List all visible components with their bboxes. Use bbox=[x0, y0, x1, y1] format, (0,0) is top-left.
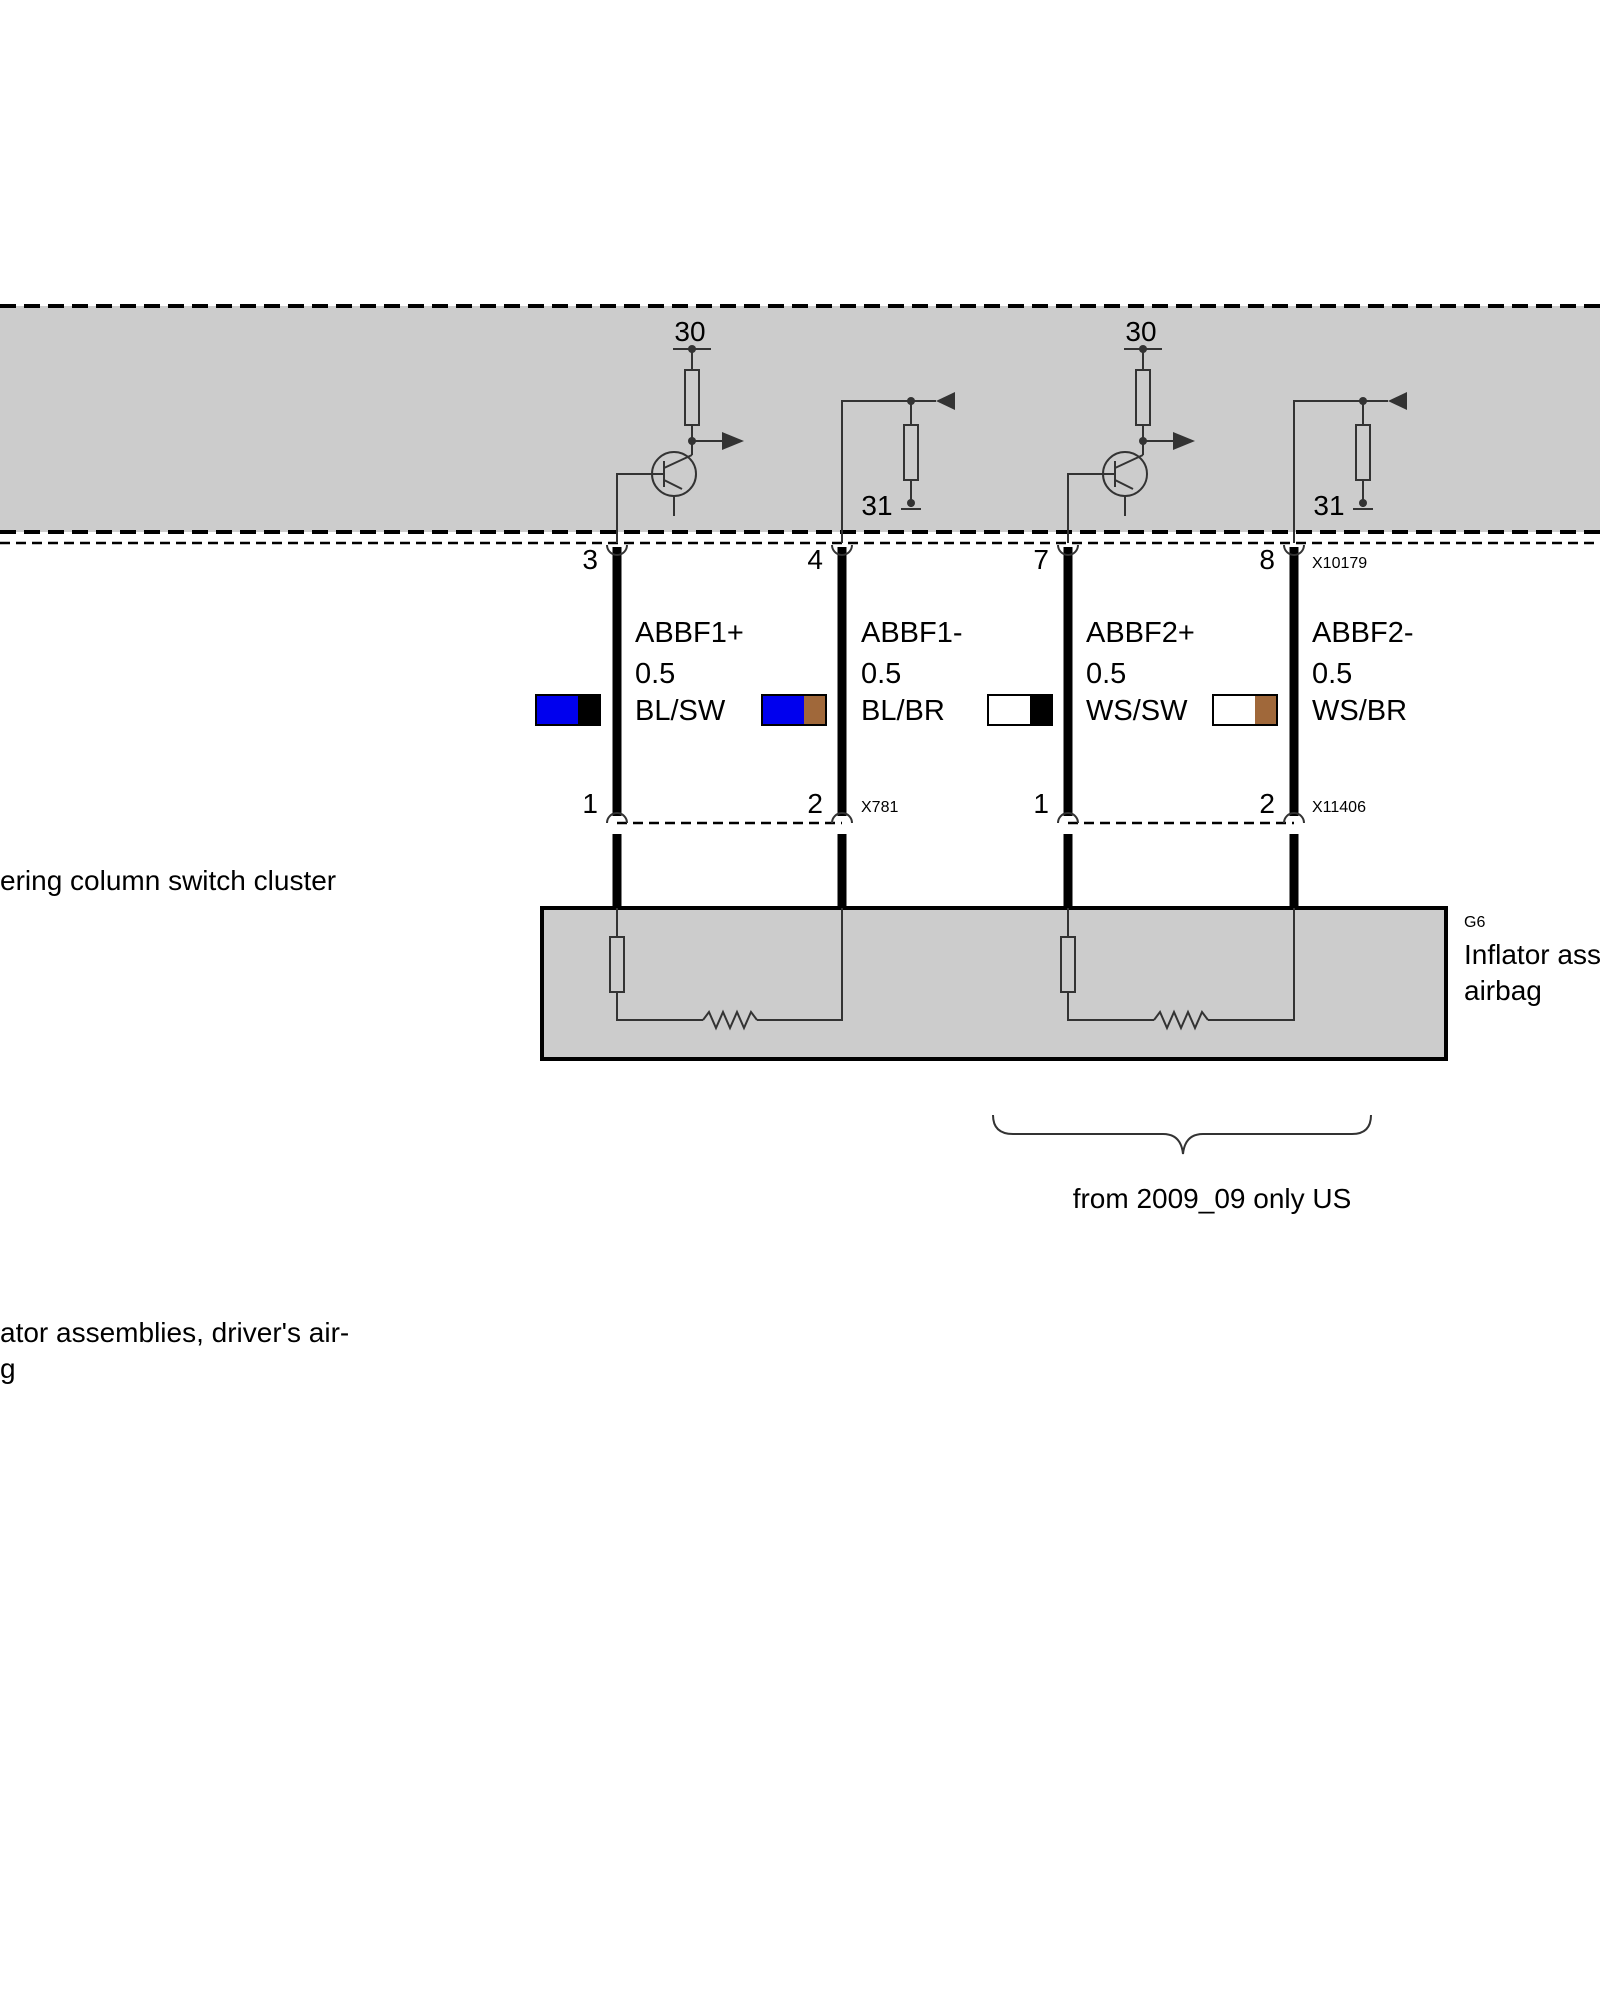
input-arrow-icon bbox=[1388, 392, 1407, 410]
node-dot bbox=[1139, 345, 1147, 353]
component-name-line1: Inflator ass bbox=[1464, 939, 1600, 970]
wire-1-color-code: BL/SW bbox=[635, 695, 726, 727]
ground-label-31-left: 31 bbox=[861, 490, 892, 521]
wire-2-signal: ABBF1- bbox=[861, 617, 963, 649]
transistor-collector-left bbox=[663, 454, 693, 469]
swatch-frame-4 bbox=[1212, 694, 1278, 726]
node-dot bbox=[1359, 499, 1367, 507]
driver-to-pin7 bbox=[1067, 473, 1115, 543]
wire-3-signal: ABBF2+ bbox=[1086, 617, 1195, 649]
high-side-driver-1: 30 bbox=[616, 316, 744, 543]
input-arrow-icon bbox=[936, 392, 955, 410]
pin-top-2: 4 bbox=[807, 544, 823, 575]
connector-id-x11406: X11406 bbox=[1312, 799, 1366, 816]
connector-id-x781: X781 bbox=[861, 799, 898, 816]
pin-bottom-2: 2 bbox=[807, 788, 823, 819]
node-dot bbox=[907, 499, 915, 507]
node-dot bbox=[688, 345, 696, 353]
driver-to-pin3 bbox=[616, 473, 664, 543]
pin-contact-icon bbox=[606, 544, 628, 556]
swatch-stripe-2 bbox=[804, 695, 826, 725]
wire-3-color-code: WS/SW bbox=[1086, 695, 1188, 727]
igniter-2-return-2 bbox=[1208, 908, 1295, 1021]
pin-top-4: 8 bbox=[1259, 544, 1275, 575]
pin-top-3: 7 bbox=[1033, 544, 1049, 575]
wire-3-gauge: 0.5 bbox=[1086, 658, 1126, 690]
pin-bottom-3: 1 bbox=[1033, 788, 1049, 819]
wire-1-signal: ABBF1+ bbox=[635, 617, 744, 649]
swatch-primary-3 bbox=[988, 695, 1030, 725]
swatch-primary-1 bbox=[536, 695, 578, 725]
wire-harness bbox=[606, 544, 1305, 908]
igniter-2-return bbox=[1067, 992, 1154, 1021]
control-module-background bbox=[0, 306, 1600, 532]
brace-icon bbox=[992, 1114, 1372, 1155]
wire-4-color-code: WS/BR bbox=[1312, 695, 1407, 727]
pin-contact-icon bbox=[606, 812, 628, 824]
pin-bottom-1: 1 bbox=[582, 788, 598, 819]
wire-1-gauge: 0.5 bbox=[635, 658, 675, 690]
swatch-frame-1 bbox=[535, 694, 601, 726]
swatch-primary-4 bbox=[1213, 695, 1255, 725]
component-id-g6: G6 bbox=[1464, 914, 1485, 931]
transistor-collector-right bbox=[1114, 454, 1144, 469]
legend-switch-cluster: ering column switch cluster bbox=[0, 865, 336, 896]
pin-numbers: 3 4 7 8 1 2 1 2 bbox=[582, 544, 1275, 819]
supply-label-30-left: 30 bbox=[674, 316, 705, 347]
wire-color-swatches bbox=[535, 694, 1278, 726]
pin-contact-icon bbox=[1057, 812, 1079, 824]
inflator-assembly-g6 bbox=[540, 906, 1448, 1061]
pin8-to-sense bbox=[1293, 400, 1363, 543]
pin-top-1: 3 bbox=[582, 544, 598, 575]
pin4-to-sense bbox=[841, 400, 911, 543]
swatch-stripe-4 bbox=[1255, 695, 1277, 725]
control-module bbox=[0, 304, 1600, 545]
pin-bottom-4: 2 bbox=[1259, 788, 1275, 819]
output-arrow-icon bbox=[1173, 432, 1195, 450]
pin-contact-icon bbox=[831, 812, 853, 824]
swatch-stripe-1 bbox=[578, 695, 600, 725]
wire-4-signal: ABBF2- bbox=[1312, 617, 1414, 649]
swatch-primary-2 bbox=[762, 695, 804, 725]
transistor-emitter-left bbox=[663, 479, 683, 490]
transistor-emitter-right bbox=[1114, 479, 1134, 490]
component-name-line2: airbag bbox=[1464, 975, 1542, 1006]
pin-contact-icon bbox=[1057, 544, 1079, 556]
note-from-2009-09: from 2009_09 only US bbox=[1073, 1183, 1352, 1214]
connector-id-x10179: X10179 bbox=[1312, 555, 1367, 572]
pulldown-2: 31 bbox=[1293, 392, 1407, 543]
supply-label-30-right: 30 bbox=[1125, 316, 1156, 347]
pin-contact-icon bbox=[831, 544, 853, 556]
pin-contact-icon bbox=[1283, 544, 1305, 556]
swatch-frame-3 bbox=[987, 694, 1053, 726]
igniter-1-return bbox=[616, 992, 703, 1021]
swatch-stripe-3 bbox=[1030, 695, 1052, 725]
ground-label-31-right: 31 bbox=[1313, 490, 1344, 521]
igniter-1-return-2 bbox=[757, 908, 843, 1021]
igniter-2-squib-icon bbox=[1153, 1009, 1209, 1031]
wire-4-gauge: 0.5 bbox=[1312, 658, 1352, 690]
high-side-driver-2: 30 bbox=[1067, 316, 1195, 543]
legend-inflator-line1: ator assemblies, driver's air- bbox=[0, 1317, 349, 1348]
wire-labels: ABBF1+ 0.5 BL/SW ABBF1- 0.5 BL/BR ABBF2+… bbox=[635, 617, 1414, 727]
output-arrow-icon bbox=[722, 432, 744, 450]
legend-inflator-line2: g bbox=[0, 1353, 16, 1384]
wire-2-gauge: 0.5 bbox=[861, 658, 901, 690]
inflator-box bbox=[540, 906, 1448, 1061]
swatch-frame-2 bbox=[761, 694, 827, 726]
igniter-1-squib-icon bbox=[702, 1009, 758, 1031]
pulldown-1: 31 bbox=[841, 392, 955, 543]
wire-2-color-code: BL/BR bbox=[861, 695, 945, 727]
pin-contact-icon bbox=[1283, 812, 1305, 824]
